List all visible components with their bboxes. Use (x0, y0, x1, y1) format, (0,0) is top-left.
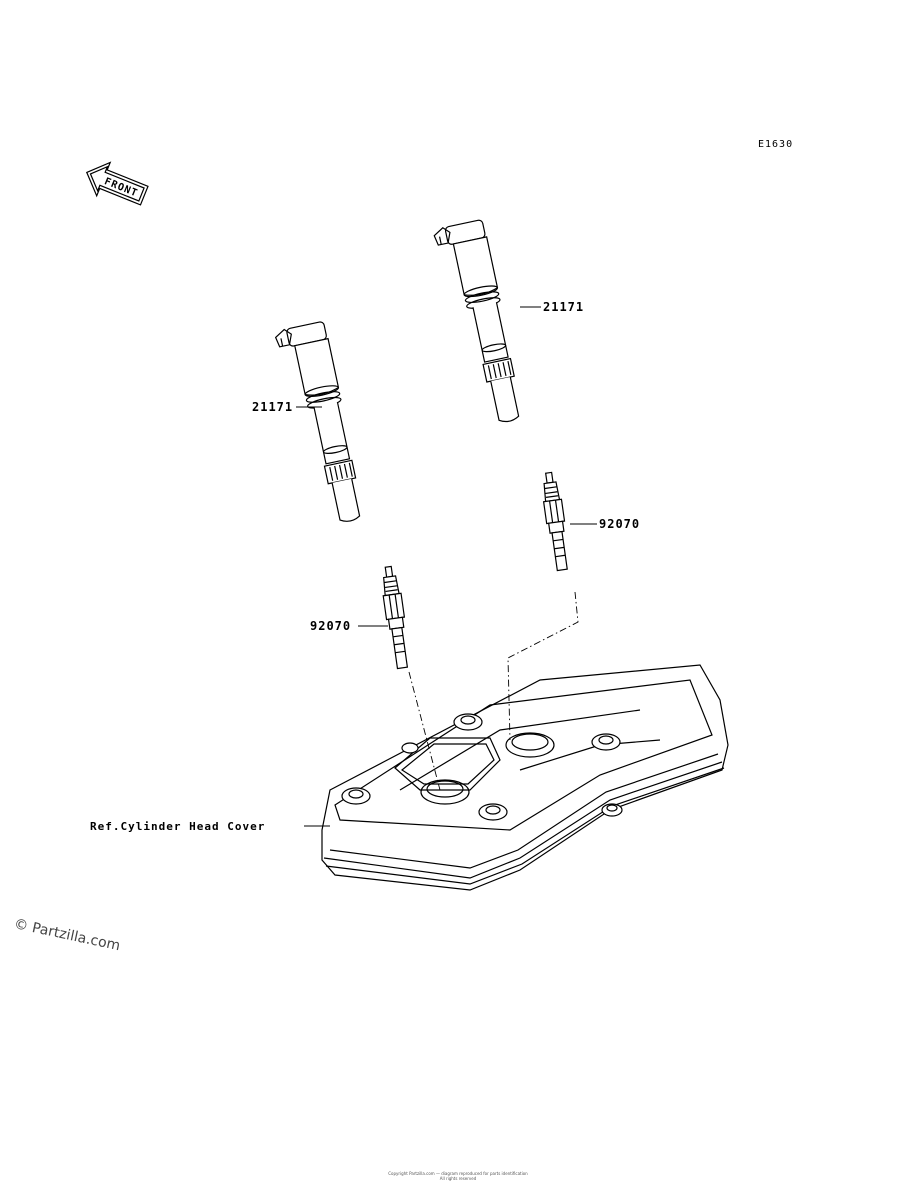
part-number-coil-left[interactable]: 21171 (252, 400, 293, 414)
part-number-coil-right[interactable]: 21171 (543, 300, 584, 314)
footer-copyright-line-1: Copyright Partzilla.com — diagram reprod… (388, 1171, 528, 1176)
footer-copyright-line-2: All rights reserved (440, 1176, 477, 1181)
assembly-line-left (408, 671, 441, 791)
spark-plug-left[interactable] (379, 565, 411, 670)
svg-text:© Partzilla.com: © Partzilla.com (13, 916, 122, 954)
diagram-code: E1630 (758, 139, 793, 150)
ignition-coil-left[interactable] (274, 321, 366, 528)
part-number-plug-left[interactable]: 92070 (310, 619, 351, 633)
cylinder-head-cover[interactable] (321, 664, 729, 891)
reference-label-head-cover[interactable]: Ref.Cylinder Head Cover (90, 820, 265, 833)
assembly-line-right (507, 591, 579, 741)
ignition-coil-right[interactable] (433, 219, 525, 428)
watermark: © Partzilla.com (13, 916, 122, 954)
spark-plug-right[interactable] (540, 471, 571, 572)
part-number-plug-right[interactable]: 92070 (599, 517, 640, 531)
front-arrow-icon: FRONT (85, 161, 149, 206)
